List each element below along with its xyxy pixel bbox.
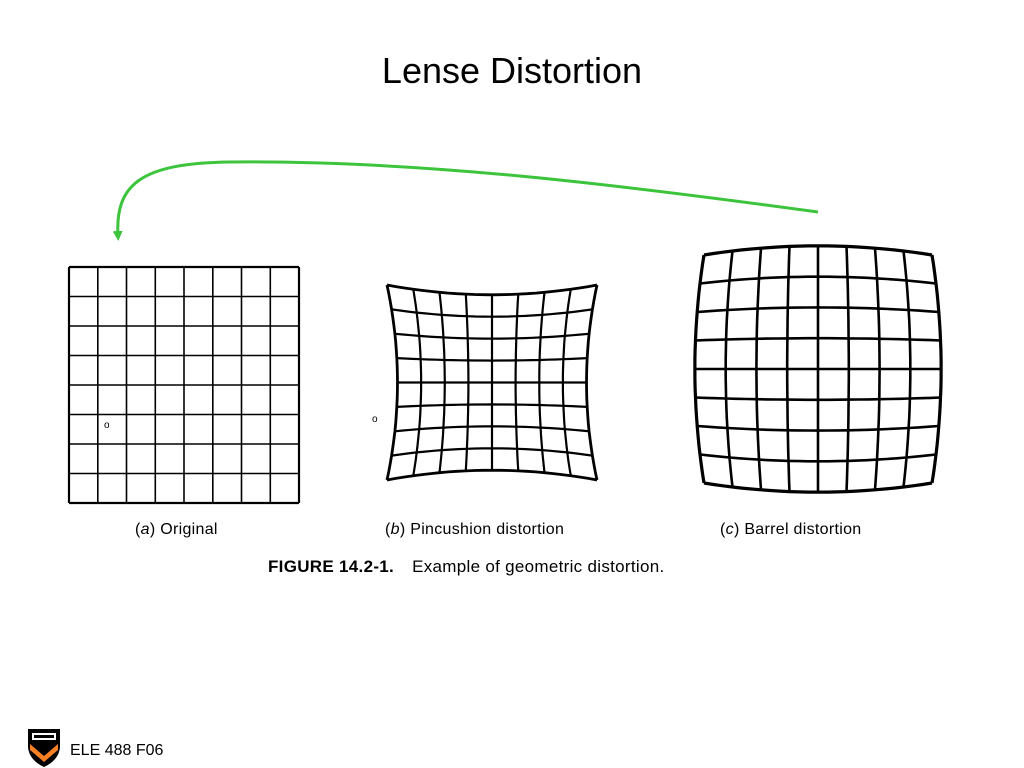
figure-text: Example of geometric distortion. <box>412 557 665 576</box>
slide-title: Lense Distortion <box>381 50 643 91</box>
grid-line-horizontal <box>697 424 939 432</box>
grid-line-horizontal <box>386 283 598 297</box>
grid-line-vertical <box>585 284 599 481</box>
scan-mark: o <box>104 420 110 431</box>
scan-mark: o <box>372 414 378 425</box>
original-grid <box>67 265 301 505</box>
grid-line-vertical <box>561 289 572 476</box>
caption-barrel: (c) Barrel distortion <box>720 521 862 538</box>
grid-line-vertical <box>873 248 881 490</box>
grid-line-horizontal <box>703 481 933 494</box>
footer-text: ELE 488 F06 <box>70 742 164 759</box>
green-arrow <box>112 160 819 241</box>
caption-original: (a) Original <box>135 521 218 538</box>
princeton-shield-icon <box>28 729 60 767</box>
pincushion-grid <box>385 283 599 482</box>
figure-number: FIGURE 14.2-1. <box>268 557 395 576</box>
grid-line-horizontal <box>396 403 588 408</box>
caption-pincushion: (b) Pincushion distortion <box>385 521 565 538</box>
grid-line-vertical <box>930 254 943 484</box>
grid-line-horizontal <box>695 396 941 402</box>
grid-line-horizontal <box>386 468 598 482</box>
grid-line-vertical <box>902 250 912 488</box>
grid-line-horizontal <box>394 425 590 433</box>
grid-line-vertical <box>845 246 851 492</box>
barrel-grid <box>693 244 943 494</box>
grid-line-horizontal <box>391 447 593 457</box>
grid-line-vertical <box>538 292 546 473</box>
grid-line-vertical <box>514 294 520 471</box>
figure-caption: FIGURE 14.2-1. Example of geometric disto… <box>268 557 665 577</box>
grid-line-horizontal <box>699 453 937 463</box>
grid-line-vertical <box>385 284 399 481</box>
